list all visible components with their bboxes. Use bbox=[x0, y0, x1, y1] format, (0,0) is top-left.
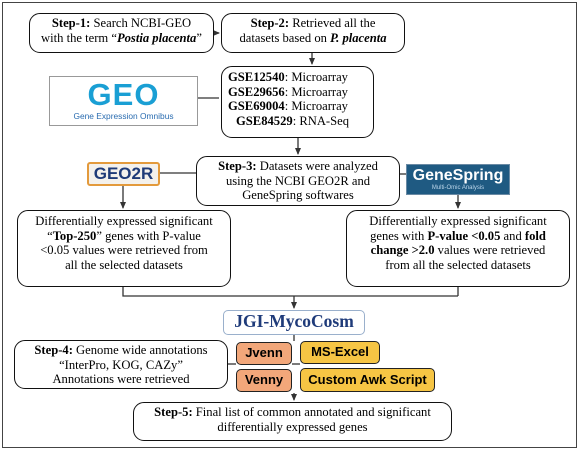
dataset-type: : RNA-Seq bbox=[292, 113, 350, 128]
step5-line1: Final list of common annotated and signi… bbox=[192, 405, 431, 419]
dataset-row: GSE69004: Microarray bbox=[228, 99, 367, 114]
step3-line3: GeneSpring softwares bbox=[242, 188, 354, 203]
step2-line2-pre: datasets based on bbox=[239, 30, 331, 45]
dataset-row: GSE29656: Microarray bbox=[228, 85, 367, 100]
geo-logo-subtitle: Gene Expression Omnibus bbox=[73, 111, 174, 121]
step1-line2-post: ” bbox=[196, 30, 202, 45]
step2-organism: P. placenta bbox=[330, 30, 387, 45]
datasets-box: GSE12540: Microarray GSE29656: Microarra… bbox=[221, 66, 374, 138]
dataset-id: GSE29656 bbox=[228, 84, 285, 99]
genespring-logo-word: GeneSpring bbox=[412, 167, 504, 184]
step1-prefix: Step-1: bbox=[51, 16, 91, 30]
step1-line1: Search NCBI-GEO bbox=[90, 16, 192, 30]
left-result-line3: <0.05 values were retrieved from bbox=[40, 243, 208, 258]
jgi-mycocosm-label: JGI-MycoCosm bbox=[223, 310, 365, 335]
genespring-logo: GeneSpring Multi-Omic Analysis bbox=[406, 164, 510, 195]
left-result-line4: all the selected datasets bbox=[65, 257, 183, 272]
step4-line2: “InterPro, KOG, CAZy” bbox=[59, 357, 183, 372]
custom-awk-script-tool: Custom Awk Script bbox=[300, 368, 435, 392]
right-result-line3-rest: values were retrieved bbox=[434, 243, 546, 258]
dataset-row: GSE12540: Microarray bbox=[228, 70, 367, 85]
right-result-fold: fold bbox=[524, 228, 546, 243]
left-result-line1: Differentially expressed significant bbox=[35, 214, 213, 228]
right-result-box: Differentially expressed significant gen… bbox=[346, 210, 570, 287]
right-result-line4: from all the selected datasets bbox=[385, 257, 531, 272]
step2-line1: Retrieved all the bbox=[289, 16, 376, 30]
genespring-logo-subtitle: Multi-Omic Analysis bbox=[431, 185, 485, 191]
step5-box: Step-5: Final list of common annotated a… bbox=[133, 402, 452, 441]
geo2r-logo: GEO2R bbox=[87, 162, 160, 186]
left-result-quote-open: “ bbox=[47, 228, 53, 243]
geo-logo: GEO Gene Expression Omnibus bbox=[49, 76, 198, 126]
dataset-row: GSE84529: RNA-Seq bbox=[228, 114, 367, 129]
step1-line2-pre: with the term “ bbox=[41, 30, 117, 45]
step4-box: Step-4: Genome wide annotations “InterPr… bbox=[14, 340, 228, 389]
right-result-change: change >2.0 bbox=[370, 243, 435, 258]
right-result-pvalue: P-value <0.05 bbox=[427, 228, 501, 243]
jvenn-tool: Jvenn bbox=[236, 342, 292, 365]
dataset-type: : Microarray bbox=[284, 70, 348, 84]
right-result-line2-mid: and bbox=[500, 228, 525, 243]
msexcel-tool: MS-Excel bbox=[300, 341, 380, 364]
left-result-top250: Top-250 bbox=[52, 228, 97, 243]
step2-prefix: Step-2: bbox=[250, 16, 290, 30]
dataset-type: : Microarray bbox=[284, 99, 348, 114]
step1-box: Step-1: Search NCBI-GEO with the term “P… bbox=[29, 13, 214, 53]
step3-line2: using the NCBI GEO2R and bbox=[225, 173, 371, 188]
line-left-result-down bbox=[122, 287, 458, 297]
step3-box: Step-3: Datasets were analyzed using the… bbox=[196, 156, 400, 206]
step2-box: Step-2: Retrieved all the datasets based… bbox=[221, 13, 405, 53]
step3-line1: Datasets were analyzed bbox=[256, 159, 378, 173]
left-result-line2-rest: ” genes with P-value bbox=[96, 228, 201, 243]
step5-line2: differentially expressed genes bbox=[217, 419, 368, 434]
venny-tool: Venny bbox=[236, 369, 292, 392]
step4-line3: Annotations were retrieved bbox=[52, 372, 190, 387]
dataset-id: GSE69004 bbox=[228, 99, 285, 114]
right-result-line1: Differentially expressed significant bbox=[369, 214, 547, 228]
dataset-type: : Microarray bbox=[284, 84, 348, 99]
step5-prefix: Step-5: bbox=[154, 405, 193, 419]
outer-frame bbox=[2, 2, 577, 448]
geo-logo-word: GEO bbox=[87, 77, 160, 112]
right-result-line2-pre: genes with bbox=[370, 228, 428, 243]
step4-line1: Genome wide annotations bbox=[72, 343, 208, 357]
step1-term: Postia placenta bbox=[116, 30, 197, 45]
dataset-id: GSE84529 bbox=[236, 113, 293, 128]
step3-prefix: Step-3: bbox=[218, 159, 257, 173]
step4-prefix: Step-4: bbox=[34, 343, 73, 357]
dataset-id: GSE12540 bbox=[228, 70, 285, 84]
left-result-box: Differentially expressed significant “To… bbox=[17, 210, 231, 287]
